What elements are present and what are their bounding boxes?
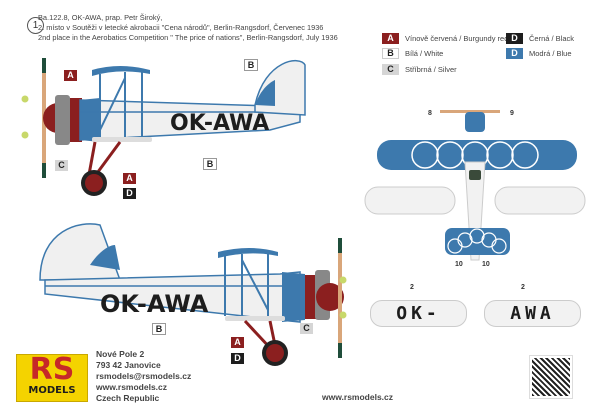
callout-number: 9 xyxy=(510,110,514,117)
callout-b: B xyxy=(152,323,166,335)
callout-number: 8 xyxy=(428,110,432,117)
legend-label: Vínově červená / Burgundy red xyxy=(405,34,509,43)
address-line: Nové Pole 2 xyxy=(96,349,145,359)
caption-line: Ba.122.8, OK-AWA, prap. Petr Široký, xyxy=(38,13,163,22)
swatch-burgundy: A xyxy=(382,33,399,44)
legend-label: Stříbrná / Silver xyxy=(405,65,457,74)
address-line: 793 42 Janovice xyxy=(96,360,161,370)
callout-number: 2 xyxy=(410,284,414,291)
callout-d: D xyxy=(123,188,136,199)
callout-d: D xyxy=(231,353,244,364)
caption-line: 2. místo v Soutěži v letecké akrobacii "… xyxy=(38,23,324,32)
company-address: Nové Pole 2 793 42 Janovice rsmodels@rsm… xyxy=(96,349,191,404)
swatch-white: B xyxy=(382,48,399,59)
fuselage-registration: OK-AWA xyxy=(170,111,269,136)
scheme-number: 1 xyxy=(27,17,44,34)
callout-number: 2 xyxy=(521,284,525,291)
email-link[interactable]: rsmodels@rsmodels.cz xyxy=(96,371,192,381)
callout-c: C xyxy=(55,160,68,171)
qr-code[interactable] xyxy=(529,355,573,399)
website-link[interactable]: www.rsmodels.cz xyxy=(96,382,168,392)
logo-rs: RS xyxy=(29,352,75,387)
callout-number: 10 xyxy=(455,261,463,268)
callout-number: 10 xyxy=(482,261,490,268)
callout-a: A xyxy=(123,173,136,184)
callout-b: B xyxy=(244,59,258,71)
legend-label: Bílá / White xyxy=(405,49,444,58)
callout-b: B xyxy=(203,158,217,170)
underwing-left: OK- xyxy=(370,300,467,327)
address-line: Czech Republic xyxy=(96,393,160,403)
swatch-black: D xyxy=(506,33,523,44)
swatch-silver: C xyxy=(382,64,399,75)
scheme-caption: Ba.122.8, OK-AWA, prap. Petr Široký, 2. … xyxy=(38,13,338,43)
profile-right-facing: OK-AWA xyxy=(39,223,347,366)
legend-label: Černá / Black xyxy=(529,34,575,43)
website-url[interactable]: www.rsmodels.cz xyxy=(322,392,394,402)
logo-models: MODELS xyxy=(28,385,76,396)
underwing-right: AWA xyxy=(484,300,581,327)
callout-a: A xyxy=(64,70,77,81)
callout-a: A xyxy=(231,337,244,348)
planform-view xyxy=(364,110,586,261)
caption-line: 2nd place in the Aerobatics Competition … xyxy=(38,33,338,42)
rs-models-logo: RS MODELS xyxy=(16,354,88,402)
legend-label: Modrá / Blue xyxy=(529,49,572,58)
callout-c: C xyxy=(300,323,313,334)
swatch-blue: D xyxy=(506,48,523,59)
profile-left-facing: OK-AWA xyxy=(21,58,306,196)
fuselage-registration: OK-AWA xyxy=(100,290,209,318)
